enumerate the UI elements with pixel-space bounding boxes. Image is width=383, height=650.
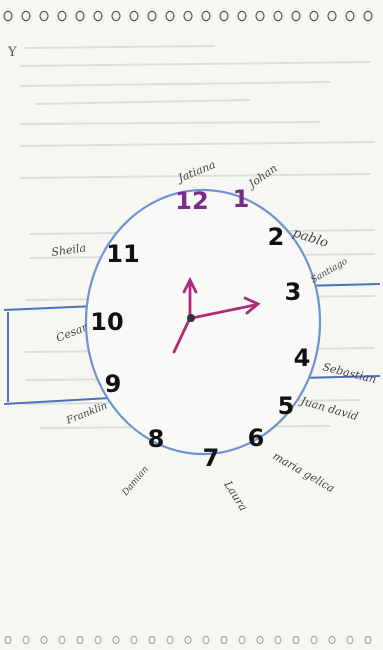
name-franklin: Franklin [64,400,109,427]
numeral-11: 11 [106,240,139,268]
name-jatiana: Jatiana [174,158,217,185]
spiral-holes-top [4,11,372,20]
spiral-hole [364,11,372,20]
spiral-hole [77,636,83,643]
spiral-hole [166,11,174,20]
name-johan: Johan [245,162,280,192]
spiral-hole [346,11,354,20]
spiral-hole [221,636,227,643]
numeral-12: 12 [175,187,208,215]
spiral-hole [184,11,192,20]
spiral-hole [365,636,371,643]
name-sebastian: Sebastian [321,360,377,386]
numeral-5: 5 [278,392,295,420]
spiral-hole [40,11,48,20]
numeral-10: 10 [90,308,123,336]
numeral-3: 3 [285,278,302,306]
name-laura: Laura [221,478,250,514]
spiral-hole [329,636,335,643]
spiral-hole [130,11,138,20]
name-santiago: Santiago [310,256,350,285]
spiral-hole [256,11,264,20]
clock-center-pin [187,314,195,322]
spiral-hole [311,636,317,643]
spiral-hole [310,11,318,20]
spiral-hole [149,636,155,643]
spiral-hole [112,11,120,20]
spiral-hole [274,11,282,20]
spiral-hole [328,11,336,20]
numeral-6: 6 [248,424,265,452]
spiral-hole [113,636,119,643]
spiral-hole [41,636,47,643]
spiral-hole [238,11,246,20]
spiral-hole [23,636,29,643]
corner-mark: Y [7,45,17,60]
name-juan-david: Juan david [297,394,359,423]
spiral-hole [275,636,281,643]
numeral-9: 9 [105,370,122,398]
spiral-hole [202,11,210,20]
spiral-hole [185,636,191,643]
spiral-hole [58,11,66,20]
name-damian: Damian [120,464,151,498]
numeral-1: 1 [233,185,250,213]
name-cesar: Cesar [54,320,90,344]
spiral-hole [239,636,245,643]
spiral-hole [293,636,299,643]
numeral-2: 2 [268,223,285,251]
spiral-hole [94,11,102,20]
spiral-hole [5,636,11,643]
spiral-hole [167,636,173,643]
spiral-hole [22,11,30,20]
spiral-hole [95,636,101,643]
spiral-hole [4,11,12,20]
spiral-hole [148,11,156,20]
spiral-hole [76,11,84,20]
name-maria-gelica: maria gelica [271,449,337,495]
numeral-8: 8 [148,425,165,453]
spiral-hole [292,11,300,20]
spiral-hole [59,636,65,643]
spiral-hole [131,636,137,643]
spiral-hole [220,11,228,20]
name-sheila: Sheila [51,241,87,259]
numeral-4: 4 [294,344,311,372]
spiral-hole [203,636,209,643]
spiral-holes-bottom [5,636,371,643]
spiral-hole [257,636,263,643]
spiral-hole [347,636,353,643]
numeral-7: 7 [203,444,220,472]
